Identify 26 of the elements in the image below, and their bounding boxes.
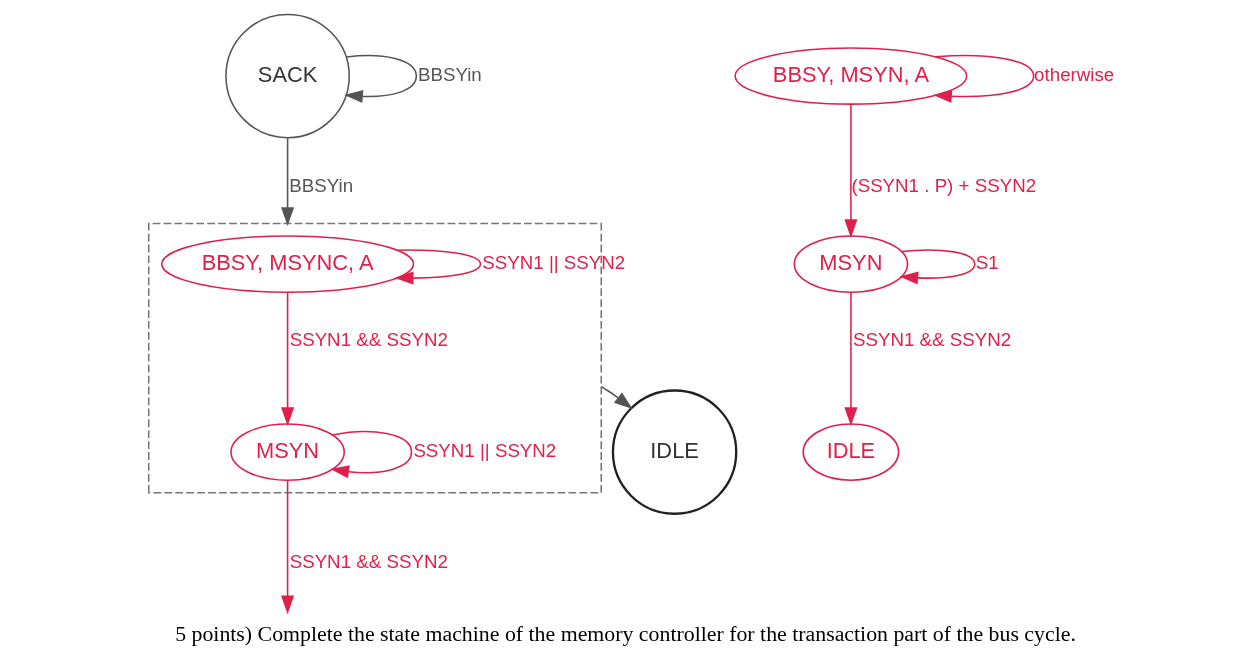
arrow: [330, 430, 413, 479]
caption: 5 points) Complete the state machine of the memory controller for the transaction part of the bus cycle.: [175, 622, 1076, 647]
arrow: [281, 480, 295, 615]
arrow: [844, 103, 858, 238]
node-ellipse: MSYN: [793, 235, 909, 293]
node-ellipse: MSYN: [230, 423, 345, 481]
edge-label: SSYN1 && SSYN2: [289, 550, 448, 572]
edge-label: (SSYN1 . P) + SSYN2: [851, 174, 1037, 196]
edge-label: BBSYin: [417, 63, 482, 85]
arrow: [281, 137, 295, 226]
edge-label: SSYN1 && SSYN2: [852, 329, 1012, 351]
arrow: [899, 249, 976, 285]
arrow: [844, 291, 858, 426]
edge-label: BBSYin: [289, 174, 354, 196]
node-ellipse: IDLE: [802, 423, 900, 481]
node-circle: SACK: [225, 13, 350, 139]
edge-label: SSYN1 || SSYN2: [413, 439, 557, 461]
arrow: [344, 54, 418, 104]
arrow: [933, 54, 1035, 103]
edge-label: SSYN1 || SSYN2: [482, 251, 626, 273]
arrow: [394, 249, 482, 285]
edge-label: otherwise: [1034, 63, 1115, 85]
arrow: [281, 291, 295, 426]
edge-label: S1: [975, 251, 999, 273]
edge-label: SSYN1 && SSYN2: [289, 329, 448, 351]
arrow: [600, 385, 633, 410]
